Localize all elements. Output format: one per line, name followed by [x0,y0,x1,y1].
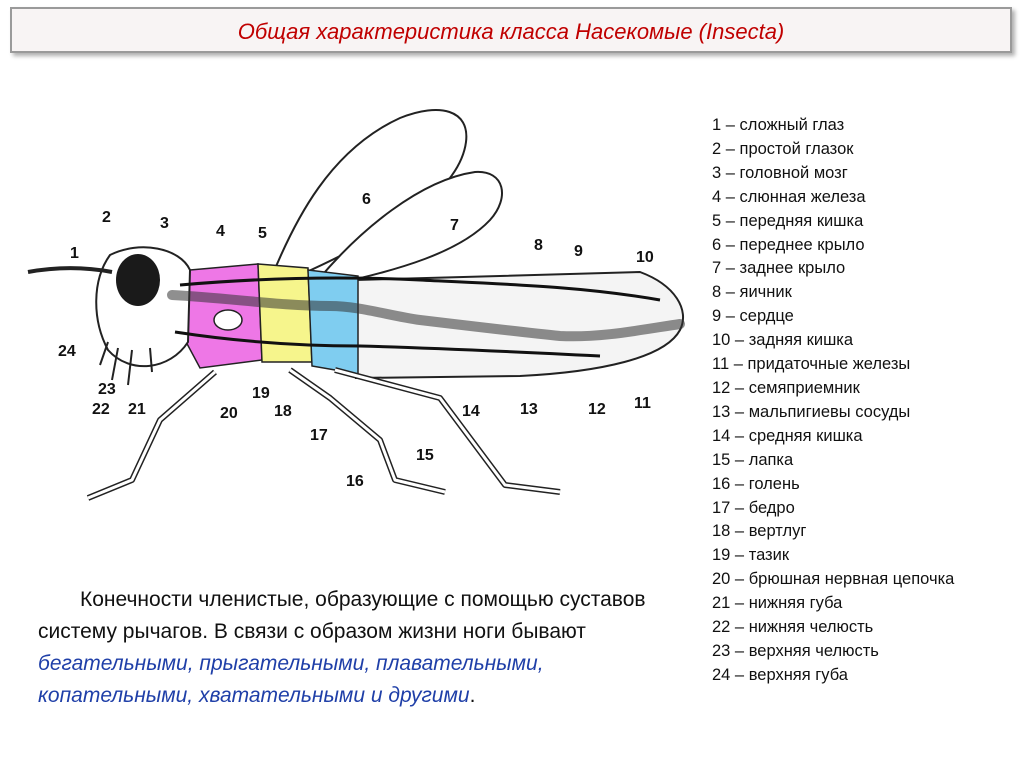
segment-blue [307,269,359,375]
label-6: 6 [362,191,371,208]
label-19: 19 [252,385,270,402]
legend-item: 2 – простой глазок [712,139,854,158]
label-23: 23 [98,381,116,398]
legend-item: 7 – заднее крыло [712,259,846,278]
label-7: 7 [450,217,459,234]
hind-wing [316,170,503,287]
gut [167,290,685,342]
legend-item: 15 – лапка [712,450,794,469]
label-1: 1 [70,245,79,262]
legend-item: 19 – тазик [712,546,790,565]
mouthparts [99,341,153,386]
legend-item: 16 – голень [712,474,800,493]
legend-item: 13 – мальпигиевы сосуды [712,402,911,421]
paragraph-highlight: бегательными, прыгательными, плавательны… [38,652,544,707]
legend-item: 20 – брюшная нервная цепочка [712,570,955,589]
label-4: 4 [216,223,225,240]
legend-item: 11 – придаточные железы [712,355,911,374]
description-paragraph: Конечности членистые, образующие с помощ… [38,584,678,712]
label-13: 13 [520,401,538,418]
legend-item: 9 – сердце [712,307,794,326]
legend-item: 23 – верхняя челюсть [712,641,879,660]
antenna [27,266,113,274]
nerve-cord [174,330,601,358]
legend-item: 3 – головной мозг [712,163,848,182]
paragraph-text: Конечности членистые, образующие с помощ… [38,588,646,643]
label-11: 11 [634,395,651,412]
salivary-gland [213,309,243,331]
compound-eye [116,254,160,306]
label-17: 17 [310,427,328,444]
paragraph-tail: . [469,684,476,707]
label-18: 18 [274,403,292,420]
legend-item: 14 – средняя кишка [712,426,863,445]
label-2: 2 [102,209,111,226]
label-22: 22 [92,401,110,418]
legend-item: 1 – сложный глаз [712,116,845,134]
label-12: 12 [588,401,606,418]
dorsal-vessel [179,276,661,302]
label-16: 16 [346,473,364,490]
legend-item: 18 – вертлуг [712,522,807,541]
label-10: 10 [636,249,654,266]
abdomen [355,270,685,380]
label-3: 3 [160,215,169,232]
legend-item: 21 – нижняя губа [712,594,843,613]
legend-item: 10 – задняя кишка [712,331,854,350]
legend-item: 6 – переднее крыло [712,235,865,254]
hind-leg-inner [334,368,561,494]
legend-item: 24 – верхняя губа [712,665,848,684]
legend-list: 1 – сложный глаз 2 – простой глазок 3 – … [712,114,1017,688]
label-21: 21 [128,401,146,418]
legend-item: 8 – яичник [712,283,792,302]
label-8: 8 [534,237,543,254]
middle-leg-inner [289,368,446,494]
label-20: 20 [220,405,238,422]
legend-item: 4 – слюнная железа [712,187,866,206]
fore-leg-inner [87,370,216,500]
label-24: 24 [58,343,76,360]
slide-title: Общая характеристика класса Насекомые (I… [10,7,1012,53]
insect-anatomy-diagram: 1 2 3 4 5 6 7 8 9 10 11 12 13 14 15 16 1… [27,109,685,501]
legend-item: 5 – передняя кишка [712,211,864,230]
label-14: 14 [462,403,480,420]
label-9: 9 [574,243,583,260]
title-text: Общая характеристика класса Насекомые (I… [237,19,785,44]
label-15: 15 [416,447,434,464]
legend-item: 17 – бедро [712,498,795,517]
label-5: 5 [258,225,267,242]
legend-item: 12 – семяприемник [712,378,860,397]
legend-item: 22 – нижняя челюсть [712,618,874,637]
